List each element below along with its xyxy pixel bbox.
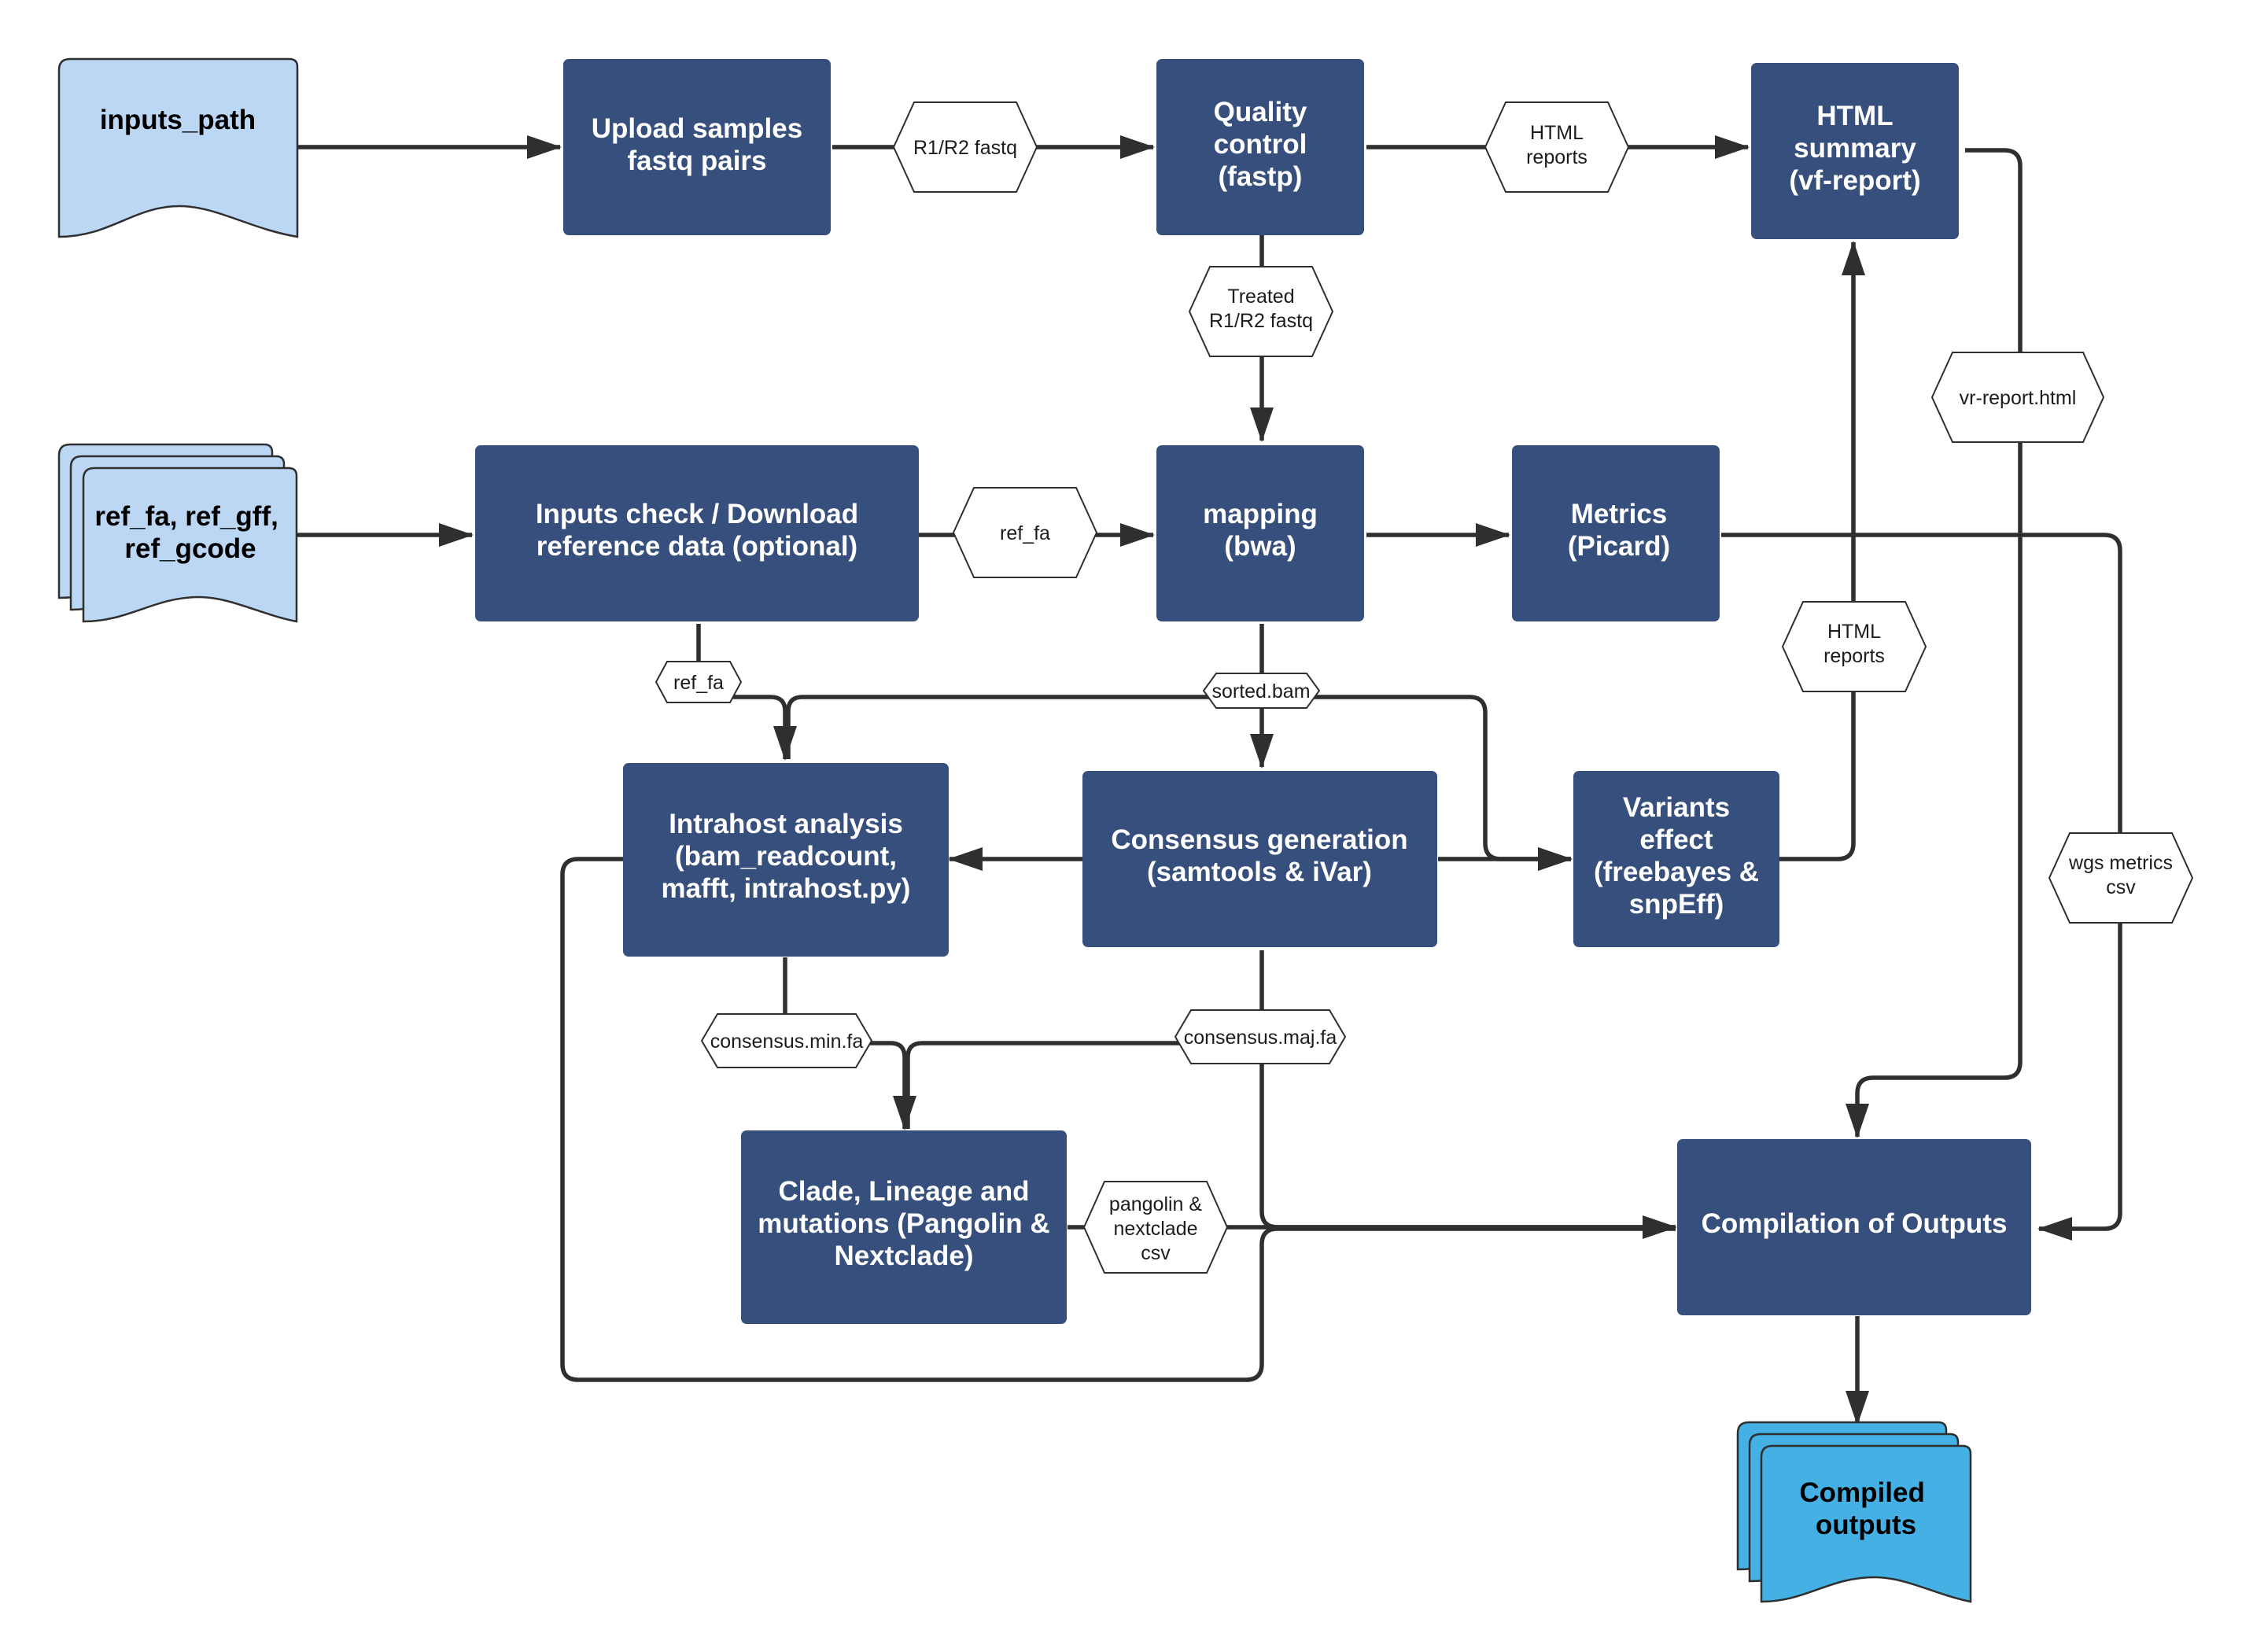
svg-text:ref_fa: ref_fa <box>1000 522 1050 544</box>
svg-text:Consensus generation(samtools: Consensus generation(samtools & iVar) <box>1111 824 1407 887</box>
svg-text:Compilation of Outputs: Compilation of Outputs <box>1702 1208 2008 1239</box>
svg-text:consensus.maj.fa: consensus.maj.fa <box>1184 1027 1337 1049</box>
inputs-path-label: inputs_path <box>100 105 256 135</box>
label-ref-fa-mid: ref_fa <box>952 487 1098 578</box>
svg-text:sorted.bam: sorted.bam <box>1211 680 1310 702</box>
consensus-generation-box: Consensus generation(samtools & iVar) <box>1082 771 1437 947</box>
svg-text:vr-report.html: vr-report.html <box>1960 387 2077 409</box>
ref-inputs-label: ref_fa, ref_gff, ref_gcode <box>94 501 286 564</box>
edge-html-summary-to-compilation <box>1846 148 2023 1138</box>
metrics-box: Metrics(Picard) <box>1512 445 1720 621</box>
label-vr-report-html: vr-report.html <box>1930 352 2105 443</box>
label-consensus-maj-fa: consensus.maj.fa <box>1174 1009 1347 1064</box>
edge-sorted-bam-to-intrahost <box>786 695 1262 759</box>
edge-consensus-to-clade <box>905 950 1264 1129</box>
ref-inputs-document-stack: ref_fa, ref_gff, ref_gcode <box>57 443 298 623</box>
svg-text:consensus.min.fa: consensus.min.fa <box>710 1031 864 1053</box>
label-consensus-min-fa: consensus.min.fa <box>700 1013 873 1068</box>
edge-consensus-maj-to-compilation <box>1259 1043 1677 1239</box>
svg-text:Intrahost analysis(bam_readcou: Intrahost analysis(bam_readcount,mafft, … <box>662 809 911 904</box>
svg-text:Metrics(Picard): Metrics(Picard) <box>1568 499 1670 562</box>
label-sorted-bam: sorted.bam <box>1202 673 1321 709</box>
svg-text:mapping(bwa): mapping(bwa) <box>1203 499 1318 562</box>
inputs-path-document: inputs_path <box>57 57 299 238</box>
mapping-box: mapping(bwa) <box>1156 445 1364 621</box>
intrahost-analysis-box: Intrahost analysis(bam_readcount,mafft, … <box>623 763 949 957</box>
compilation-of-outputs-box: Compilation of Outputs <box>1677 1139 2031 1315</box>
label-r1r2-fastq: R1/R2 fastq <box>892 101 1038 193</box>
svg-text:ref_fa: ref_fa <box>673 672 724 694</box>
compiled-outputs-document-stack: Compiled outputs <box>1736 1421 1972 1603</box>
edge-intrahost-to-compilation <box>560 857 1676 1382</box>
edge-variants-to-html-summary <box>1779 241 1865 861</box>
compiled-outputs-label: Compiled outputs <box>1799 1477 1932 1540</box>
svg-text:R1/R2 fastq: R1/R2 fastq <box>913 137 1017 159</box>
label-ref-fa-low: ref_fa <box>655 661 743 703</box>
